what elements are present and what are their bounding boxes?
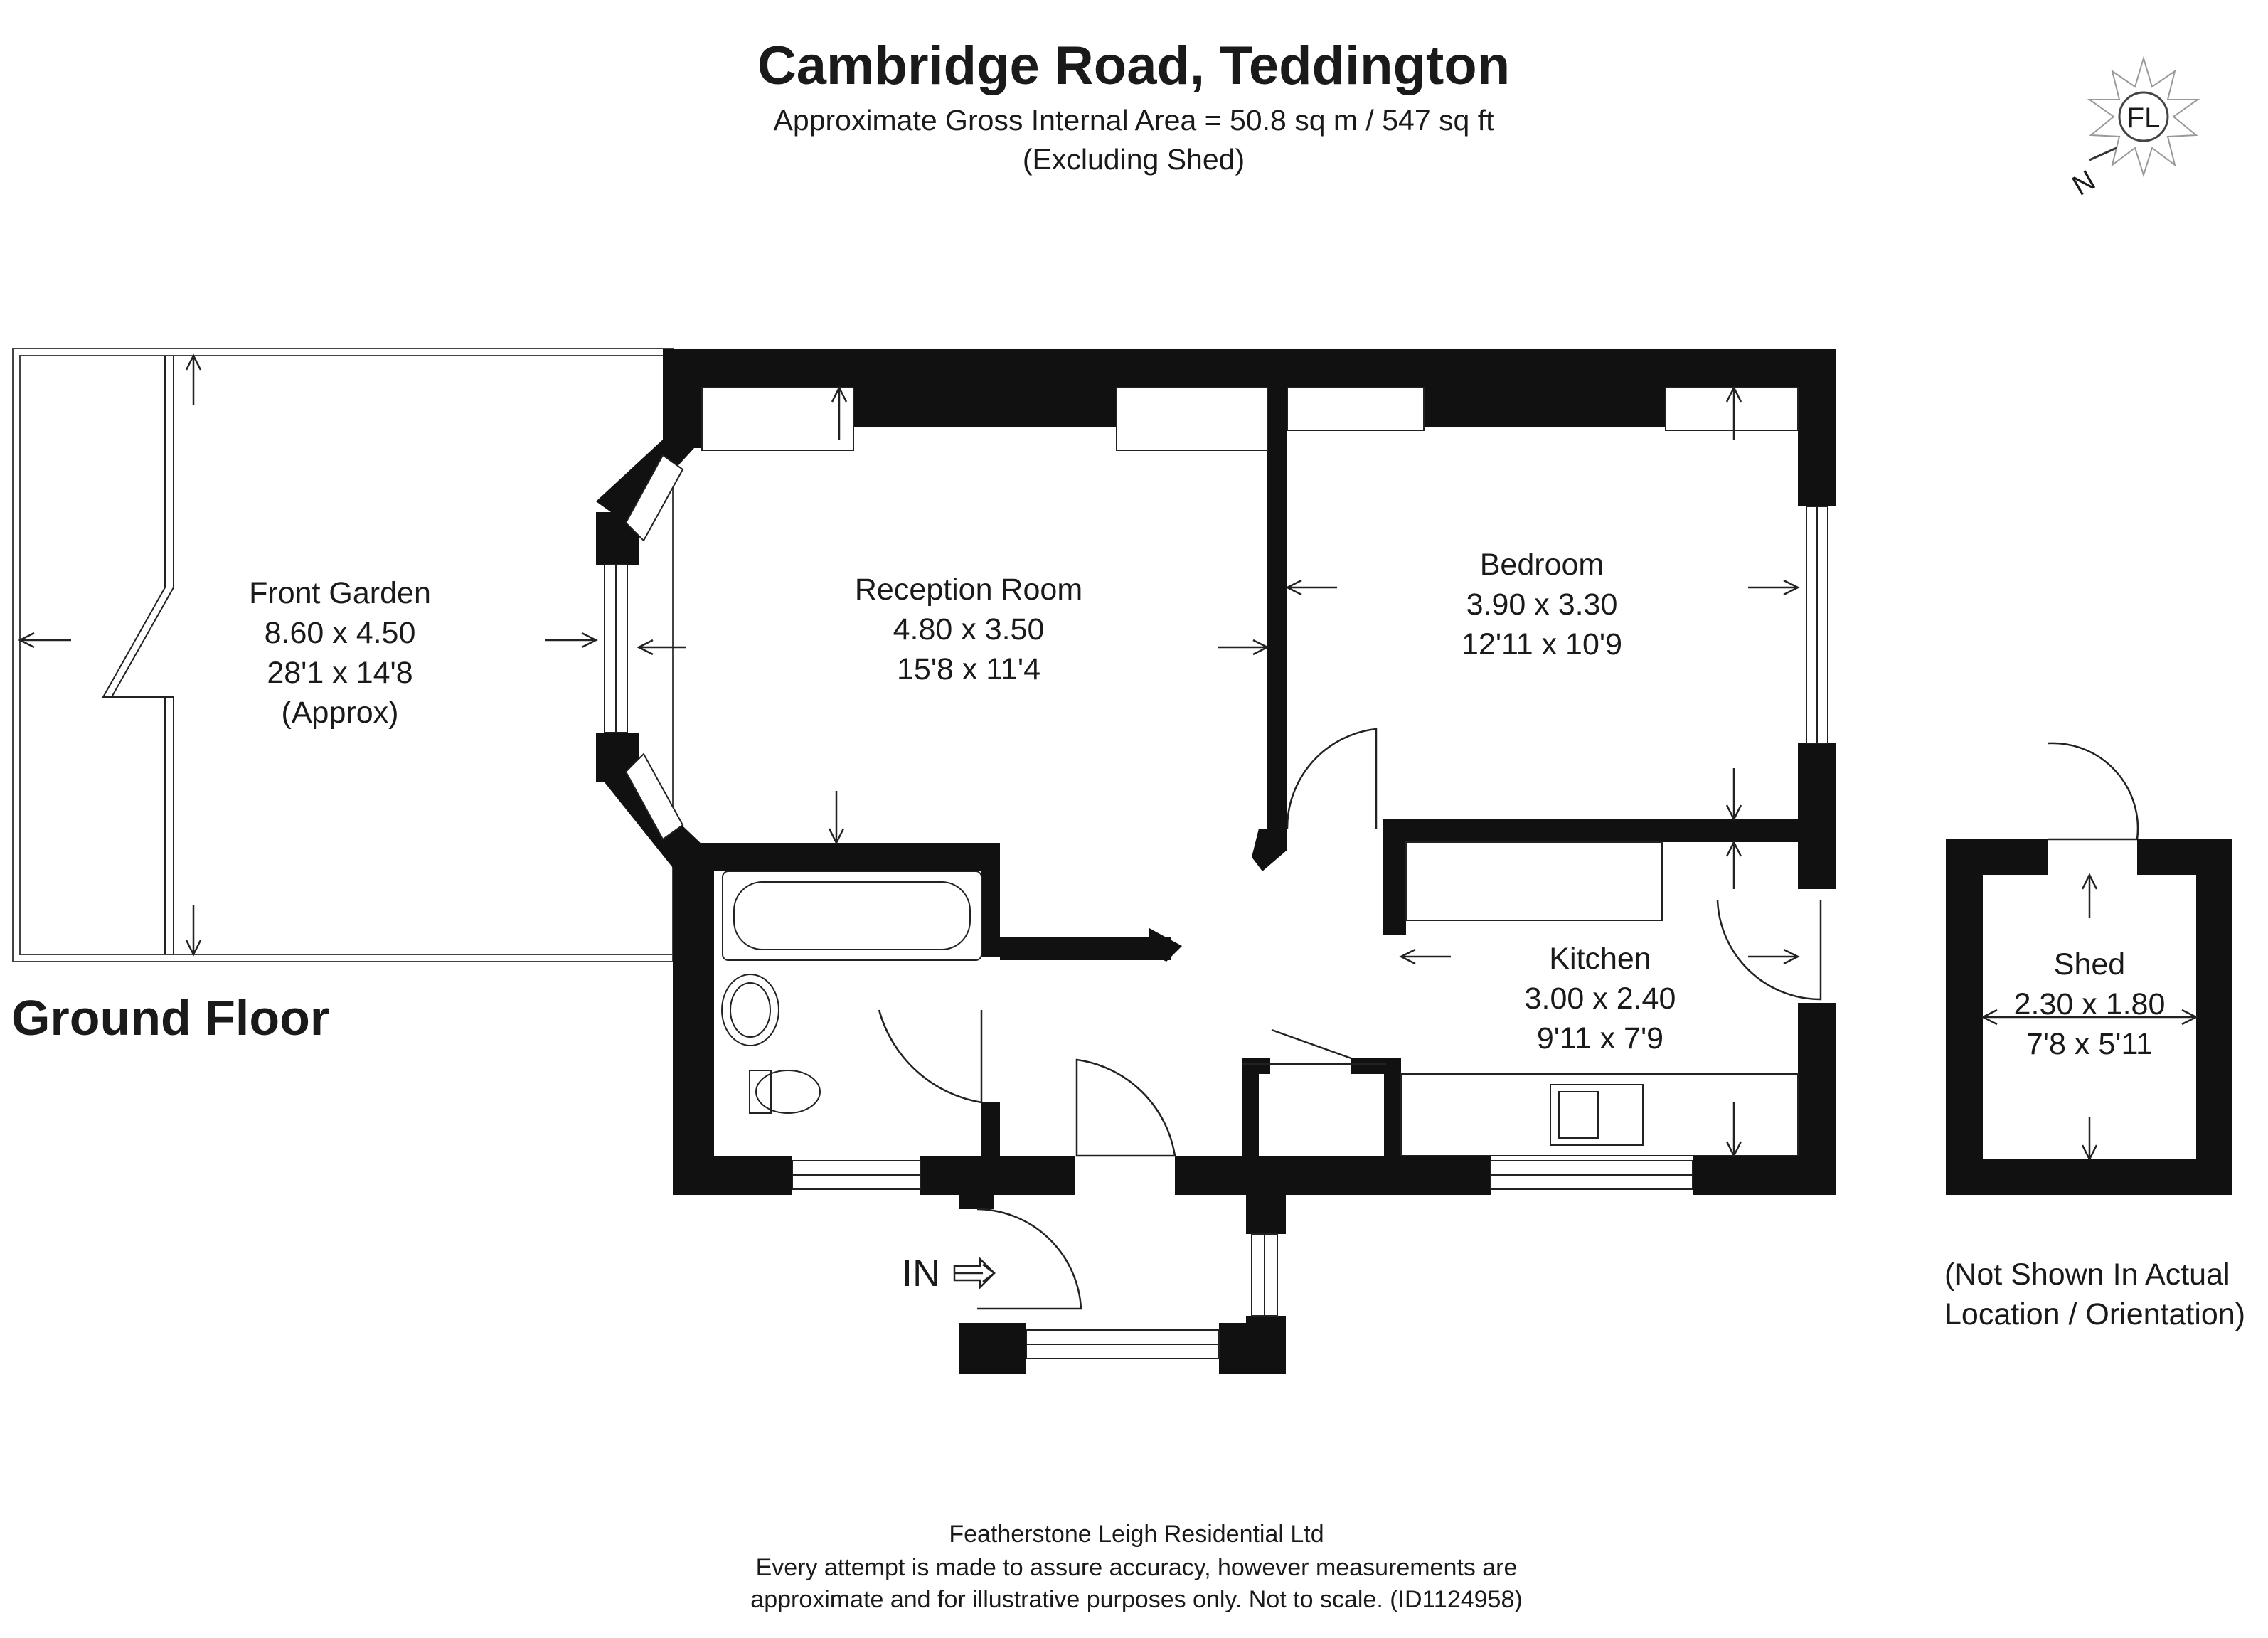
doors bbox=[878, 728, 2139, 1310]
kitchen-sink-icon bbox=[1550, 1084, 1644, 1146]
svg-text:9'11 x 7'9: 9'11 x 7'9 bbox=[1537, 1021, 1663, 1055]
svg-text:3.90 x 3.30: 3.90 x 3.30 bbox=[1466, 587, 1618, 622]
footer-company: Featherstone Leigh Residential Ltd bbox=[949, 1521, 1324, 1548]
svg-text:28'1 x 14'8: 28'1 x 14'8 bbox=[267, 656, 412, 690]
north-indicator: N bbox=[2067, 164, 2101, 202]
svg-text:3.00 x 2.40: 3.00 x 2.40 bbox=[1525, 982, 1676, 1016]
room-label-front-garden: Front Garden 8.60 x 4.50 28'1 x 14'8 (Ap… bbox=[249, 576, 431, 730]
gross-area: Approximate Gross Internal Area = 50.8 s… bbox=[774, 104, 1495, 137]
svg-text:2.30 x 1.80: 2.30 x 1.80 bbox=[2014, 987, 2166, 1021]
svg-text:8.60 x 4.50: 8.60 x 4.50 bbox=[265, 616, 416, 650]
shed-note-line2: Location / Orientation) bbox=[1944, 1297, 2245, 1331]
area-note: (Excluding Shed) bbox=[1023, 143, 1245, 176]
front-garden-outline bbox=[12, 348, 674, 962]
footer-disclaimer-2: approximate and for illustrative purpose… bbox=[750, 1586, 1522, 1613]
building-walls bbox=[596, 349, 1836, 1374]
fixtures bbox=[701, 387, 1799, 1156]
shed-walls bbox=[1946, 839, 2232, 1195]
basin-icon bbox=[721, 974, 779, 1046]
svg-text:Shed: Shed bbox=[2054, 947, 2125, 982]
svg-text:4.80 x 3.50: 4.80 x 3.50 bbox=[893, 612, 1045, 647]
plan-title: Cambridge Road, Teddington bbox=[757, 36, 1510, 96]
svg-text:(Approx): (Approx) bbox=[282, 696, 399, 730]
svg-text:Kitchen: Kitchen bbox=[1549, 942, 1651, 976]
svg-text:Front Garden: Front Garden bbox=[249, 576, 431, 610]
svg-text:7'8 x 5'11: 7'8 x 5'11 bbox=[2026, 1027, 2153, 1061]
windows bbox=[604, 454, 1828, 1359]
room-label-shed: Shed 2.30 x 1.80 7'8 x 5'11 bbox=[2014, 947, 2166, 1061]
bath-icon bbox=[722, 871, 982, 961]
footer-disclaimer-1: Every attempt is made to assure accuracy… bbox=[756, 1554, 1518, 1581]
room-label-reception: Reception Room 4.80 x 3.50 15'8 x 11'4 bbox=[855, 573, 1082, 686]
svg-text:15'8 x 11'4: 15'8 x 11'4 bbox=[897, 652, 1040, 686]
floor-label: Ground Floor bbox=[11, 990, 329, 1046]
compass-logo-icon: FL N bbox=[2067, 55, 2200, 202]
shed-note-line1: (Not Shown In Actual bbox=[1944, 1257, 2230, 1292]
dimension-arrows bbox=[18, 353, 1800, 1158]
entrance-label: IN bbox=[902, 1252, 940, 1294]
svg-text:Reception Room: Reception Room bbox=[855, 573, 1082, 607]
toilet-icon bbox=[755, 1070, 821, 1114]
room-label-kitchen: Kitchen 3.00 x 2.40 9'11 x 7'9 bbox=[1525, 942, 1676, 1055]
svg-text:12'11 x 10'9: 12'11 x 10'9 bbox=[1462, 627, 1622, 661]
svg-text:Bedroom: Bedroom bbox=[1480, 548, 1604, 582]
room-label-bedroom: Bedroom 3.90 x 3.30 12'11 x 10'9 bbox=[1462, 548, 1622, 661]
entrance-arrow-icon bbox=[953, 1256, 996, 1290]
logo-text: FL bbox=[2127, 102, 2161, 134]
